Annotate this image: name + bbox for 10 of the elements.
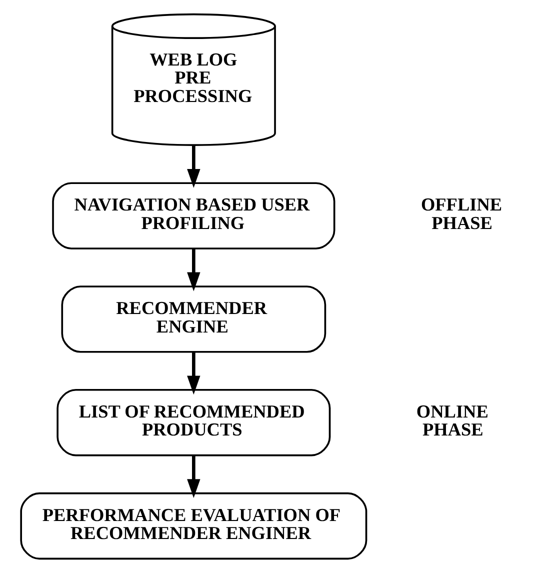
node-box: PERFORMANCE EVALUATION OF RECOMMENDER ENGINER [20,492,368,560]
label: ONLINE PHASE [416,401,488,440]
label: OFFLINE PHASE [420,194,502,233]
node-box: NAVIGATION BASED USER PROFILING [52,182,336,250]
arrow [187,145,200,188]
arrow [187,248,200,292]
arrow [187,352,200,395]
node-box: LIST OF RECOMMENDED PRODUCTS [56,388,331,456]
arrow [187,455,200,498]
node-box: RECOMMENDER ENGINE [61,286,326,353]
